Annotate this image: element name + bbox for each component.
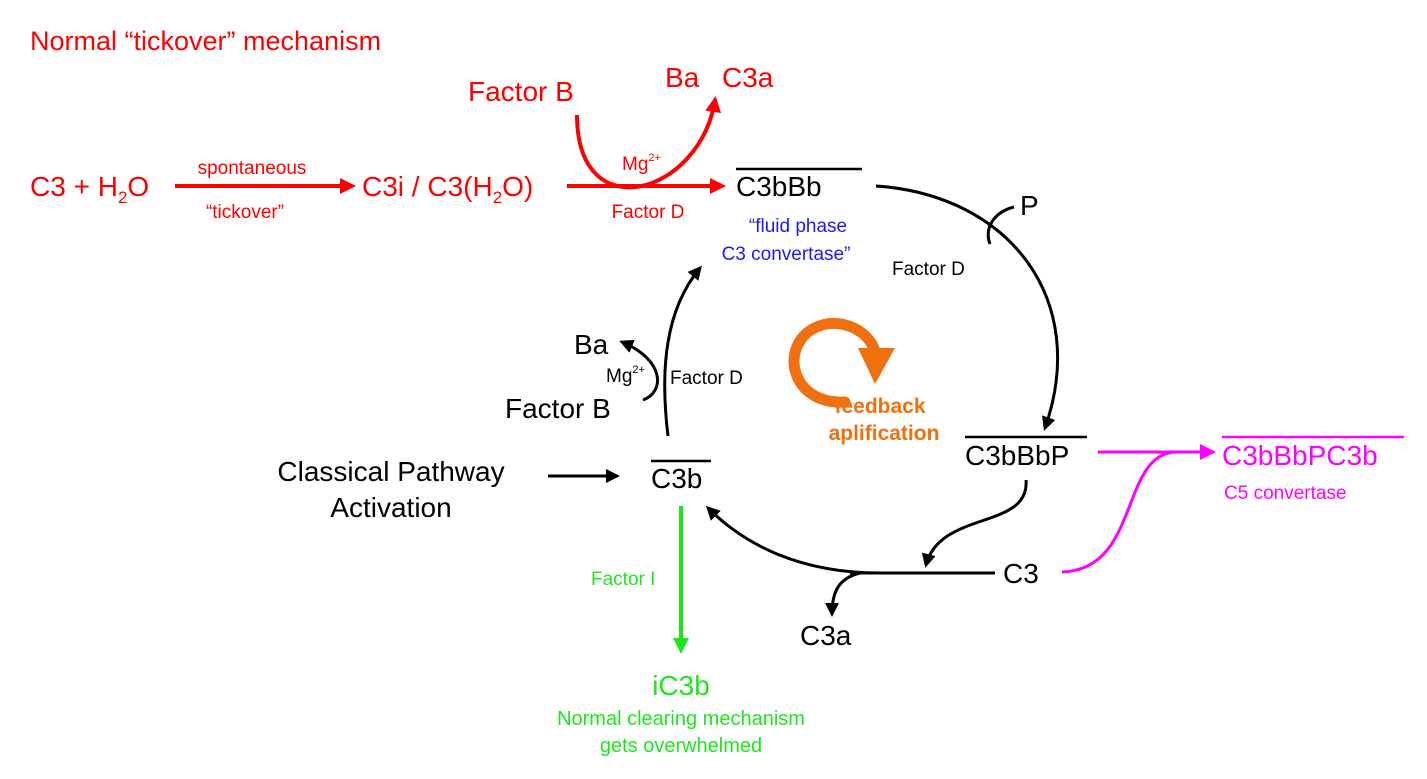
properdin-hook (986, 205, 1015, 245)
c3-to-c5-curve (1061, 450, 1176, 574)
classical-line2: Activation (330, 492, 451, 523)
c3i-label: C3i / C3(H2O) (362, 171, 533, 207)
diagram-title: Normal “tickover” mechanism (30, 26, 381, 56)
tickover-label: “tickover” (206, 202, 284, 223)
factor-d-left: Factor D (670, 368, 743, 389)
c3-label: C3 (1003, 558, 1039, 589)
c3a-branch-arrow (825, 571, 861, 617)
spontaneous-label: spontaneous (198, 158, 307, 179)
c3bbbp-to-c3-arrow (921, 479, 1028, 568)
c3bbb-to-c3bbbp-arc (875, 184, 1060, 431)
clearing-line2: gets overwhelmed (600, 735, 762, 757)
amplification-cycle: C3bBb “fluid phase C3 convertase” P Fact… (505, 167, 1087, 651)
feedback-circular-arrow (788, 317, 881, 408)
c3b-label: C3b (651, 463, 702, 494)
c3bbb-label: C3bBb (736, 171, 822, 202)
fluid-phase-line2: C3 convertase” (722, 244, 851, 265)
clearing-line1: Normal clearing mechanism (557, 708, 805, 730)
clearing-mechanism: Factor I iC3b Normal clearing mechanism … (557, 506, 805, 757)
classical-pathway: Classical Pathway Activation (277, 456, 620, 523)
factor-b-hook-arrow (619, 339, 659, 402)
factor-b-left: Factor B (505, 393, 611, 424)
fluid-phase-line1: “fluid phase (749, 216, 847, 237)
ic3b-label: iC3b (652, 670, 710, 701)
c3b-to-c3bbb-arc (663, 265, 702, 437)
c3-to-c3b-arc (705, 505, 881, 575)
c5-sub: C5 convertase (1224, 483, 1347, 504)
p-label: P (1020, 190, 1039, 221)
mg-top: Mg2+ (622, 152, 661, 175)
c5-label: C3bBbPC3b (1222, 440, 1378, 471)
classical-line1: Classical Pathway (277, 456, 504, 487)
feedback-label-1: feedback (834, 395, 925, 418)
factor-i-label: Factor I (591, 569, 655, 590)
ba-left: Ba (574, 329, 609, 360)
feedback-arrowhead (858, 348, 895, 384)
c3a-top: C3a (722, 62, 774, 93)
factor-d-top: Factor D (612, 202, 685, 223)
factor-d-right: Factor D (892, 259, 965, 280)
mg-left: Mg2+ (606, 364, 645, 387)
feedback-label-2: aplification (829, 422, 940, 445)
factor-b-top: Factor B (468, 76, 574, 107)
tickover-row: C3 + H2O spontaneous “tickover” C3i / C3… (30, 62, 774, 223)
c3-plus-water: C3 + H2O (30, 171, 149, 207)
c5-convertase: C3bBbPC3b C5 convertase (1061, 435, 1404, 574)
ba-top: Ba (665, 62, 700, 93)
c3a-bottom: C3a (800, 620, 852, 651)
c3bbbp-label: C3bBbP (965, 440, 1069, 471)
